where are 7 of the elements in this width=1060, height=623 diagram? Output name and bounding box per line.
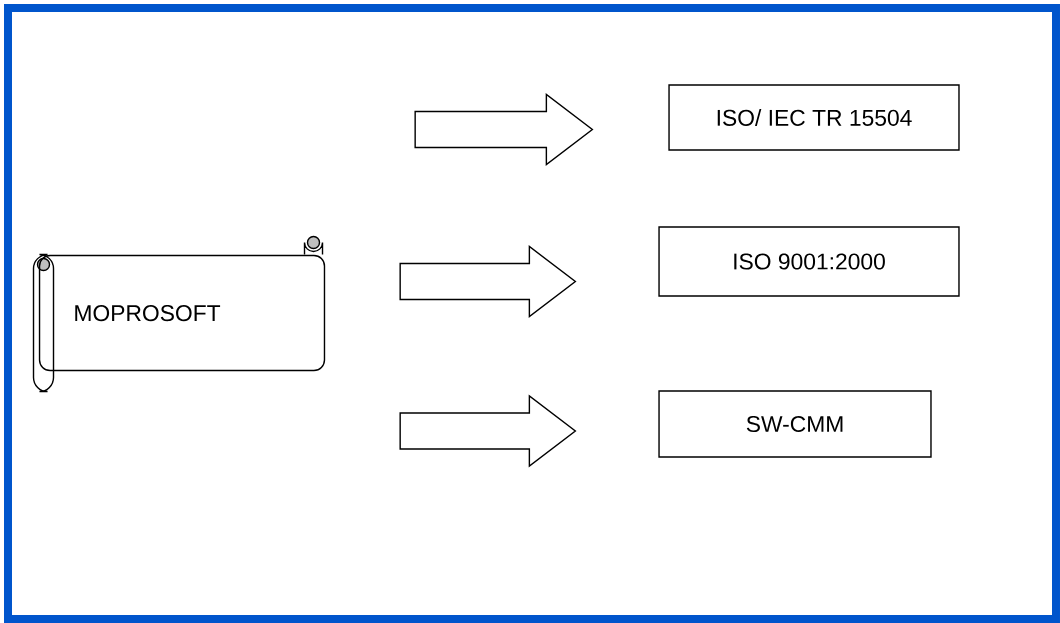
standard-box: SW-CMM bbox=[658, 390, 932, 458]
standard-box: ISO 9001:2000 bbox=[658, 226, 960, 297]
block-arrow bbox=[414, 93, 594, 166]
block-arrow bbox=[399, 245, 577, 318]
standard-box: ISO/ IEC TR 15504 bbox=[668, 84, 960, 151]
scroll-banner: MOPROSOFT bbox=[32, 235, 326, 393]
block-arrow bbox=[399, 394, 577, 468]
